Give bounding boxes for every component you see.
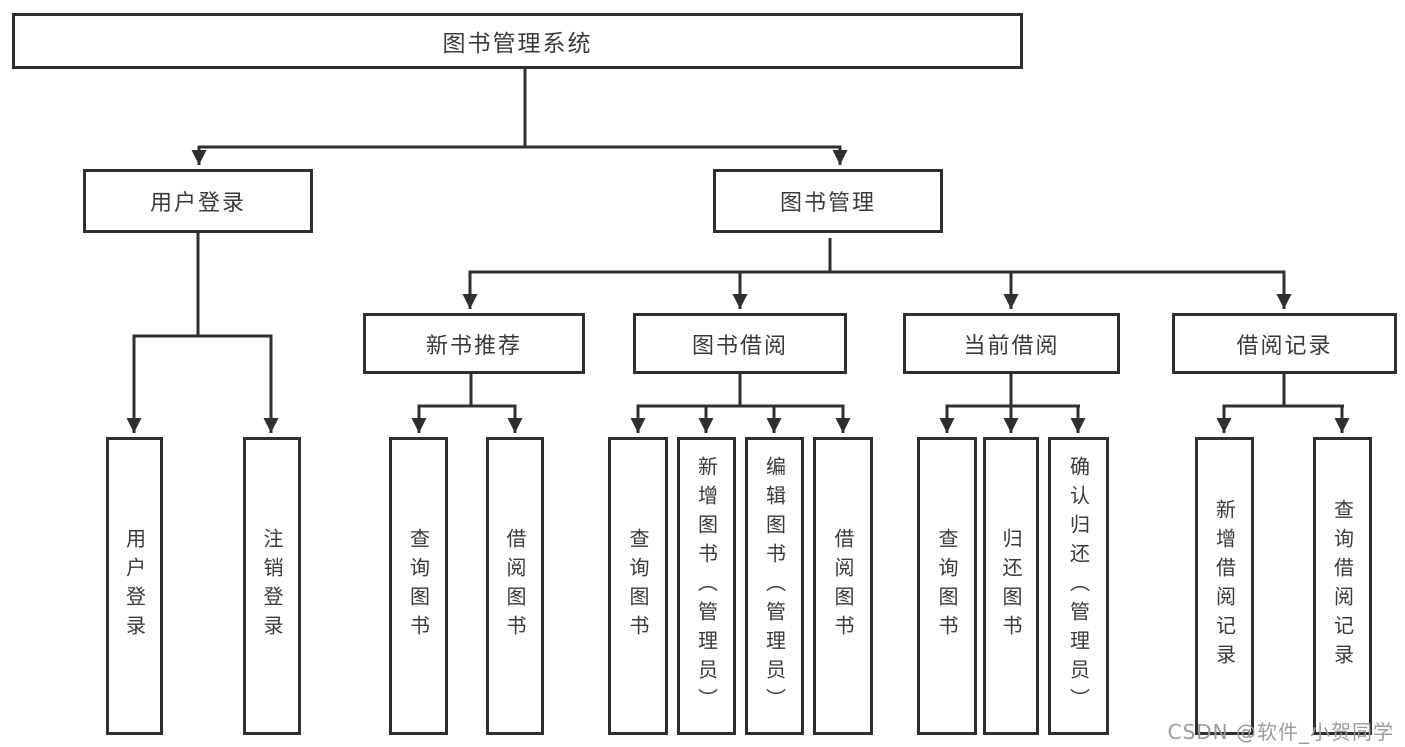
leaf-borrow-edit-books: 编辑图书（管理员）	[745, 437, 804, 735]
leaf-records-query-record: 查询借阅记录	[1313, 437, 1372, 735]
node-book-borrow-label: 图书借阅	[691, 333, 788, 359]
node-root: 图书管理系统	[12, 13, 1023, 69]
leaf-newrec-borrow-books: 借阅图书	[486, 437, 544, 735]
node-current-borrow: 当前借阅	[903, 313, 1120, 374]
leaf-current-query-books-label: 查询图书	[935, 528, 959, 644]
leaf-records-add-record: 新增借阅记录	[1195, 437, 1254, 735]
leaf-borrow-add-books-label: 新增图书（管理员）	[694, 455, 719, 717]
leaf-newrec-borrow-books-label: 借阅图书	[503, 528, 527, 644]
leaf-records-add-record-label: 新增借阅记录	[1212, 499, 1237, 673]
leaf-records-query-record-label: 查询借阅记录	[1330, 499, 1355, 673]
leaf-borrow-query-books: 查询图书	[608, 437, 668, 735]
leaf-borrow-add-books: 新增图书（管理员）	[677, 437, 736, 735]
node-current-borrow-label: 当前借阅	[963, 333, 1060, 359]
leaf-current-confirm-return: 确认归还（管理员）	[1048, 437, 1109, 735]
node-book-management: 图书管理	[713, 169, 943, 233]
node-root-label: 图书管理系统	[442, 31, 593, 57]
leaf-current-query-books: 查询图书	[917, 437, 977, 735]
node-book-management-label: 图书管理	[779, 191, 876, 216]
leaf-borrow-borrow-books: 借阅图书	[813, 437, 873, 735]
leaf-current-return-books: 归还图书	[983, 437, 1039, 735]
leaf-borrow-edit-books-label: 编辑图书（管理员）	[762, 455, 787, 717]
node-user-login: 用户登录	[83, 169, 313, 233]
leaf-logout: 注销登录	[243, 437, 301, 735]
leaf-logout-label: 注销登录	[260, 528, 284, 644]
node-borrow-records-label: 借阅记录	[1236, 333, 1333, 359]
leaf-current-return-books-label: 归还图书	[999, 528, 1023, 644]
leaf-user-login-label: 用户登录	[122, 528, 147, 644]
csdn-watermark: CSDN @软件_小贺同学	[1167, 720, 1394, 744]
leaf-newrec-query-books: 查询图书	[389, 437, 448, 735]
leaf-borrow-query-books-label: 查询图书	[626, 528, 650, 644]
node-book-borrow: 图书借阅	[633, 313, 847, 374]
leaf-borrow-borrow-books-label: 借阅图书	[831, 528, 855, 644]
node-new-book-recommend-label: 新书推荐	[425, 333, 522, 359]
leaf-current-confirm-return-label: 确认归还（管理员）	[1066, 455, 1091, 717]
node-borrow-records: 借阅记录	[1172, 313, 1397, 374]
node-user-login-label: 用户登录	[149, 191, 246, 216]
leaf-user-login: 用户登录	[106, 437, 163, 735]
node-new-book-recommend: 新书推荐	[363, 313, 585, 374]
leaf-newrec-query-books-label: 查询图书	[406, 528, 431, 644]
